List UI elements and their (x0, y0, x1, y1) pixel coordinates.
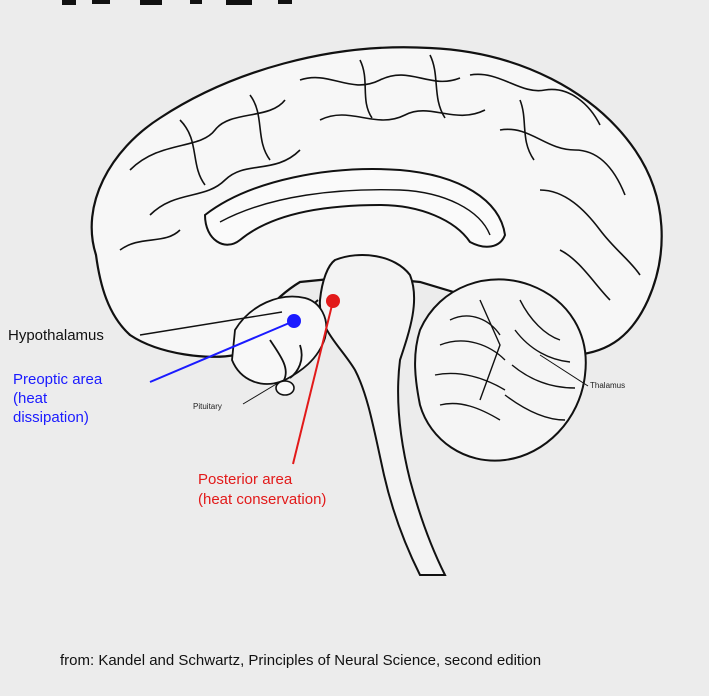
label-preoptic-area: Preoptic area (heat dissipation) (13, 370, 102, 427)
pituitary-pointer (243, 383, 278, 404)
pituitary-gland (276, 381, 294, 395)
cut-off-title-fragment (62, 0, 292, 5)
cerebellum (415, 279, 586, 460)
label-thalamus: Thalamus (590, 381, 625, 390)
label-hypothalamus: Hypothalamus (8, 327, 104, 344)
preoptic-area-dot (287, 314, 301, 328)
label-posterior-area: Posterior area (heat conservation) (198, 470, 326, 510)
source-citation: from: Kandel and Schwartz, Principles of… (60, 651, 660, 671)
label-pituitary: Pituitary (193, 402, 222, 411)
posterior-area-dot (326, 294, 340, 308)
